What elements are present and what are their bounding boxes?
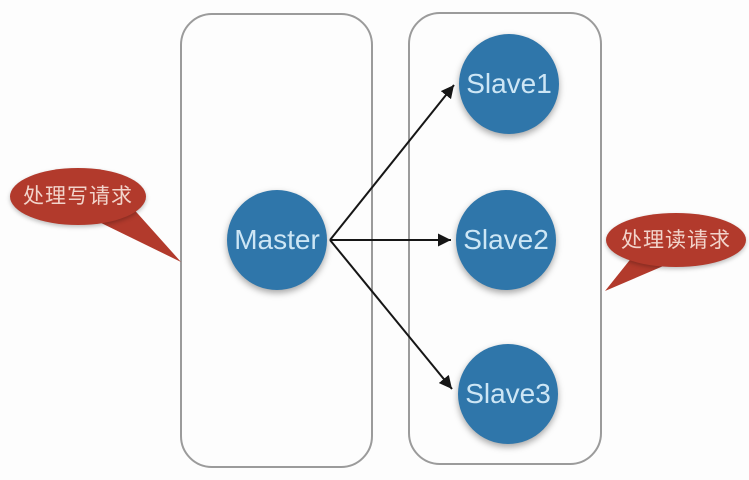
slave1-node-label: Slave1 — [466, 68, 552, 99]
read-requests-callout: 处理读请求 — [606, 213, 746, 267]
write-requests-callout-label: 处理写请求 — [23, 185, 133, 208]
slave1-node: Slave1 — [459, 34, 559, 134]
write-requests-callout: 处理写请求 — [10, 168, 146, 225]
slave3-node-label: Slave3 — [465, 378, 551, 409]
master-node-label: Master — [234, 224, 320, 255]
slave3-node: Slave3 — [458, 344, 558, 444]
slave2-node: Slave2 — [456, 190, 556, 290]
read-requests-callout-label: 处理读请求 — [621, 228, 731, 252]
slave2-node-label: Slave2 — [463, 224, 549, 255]
master-node: Master — [227, 190, 327, 290]
